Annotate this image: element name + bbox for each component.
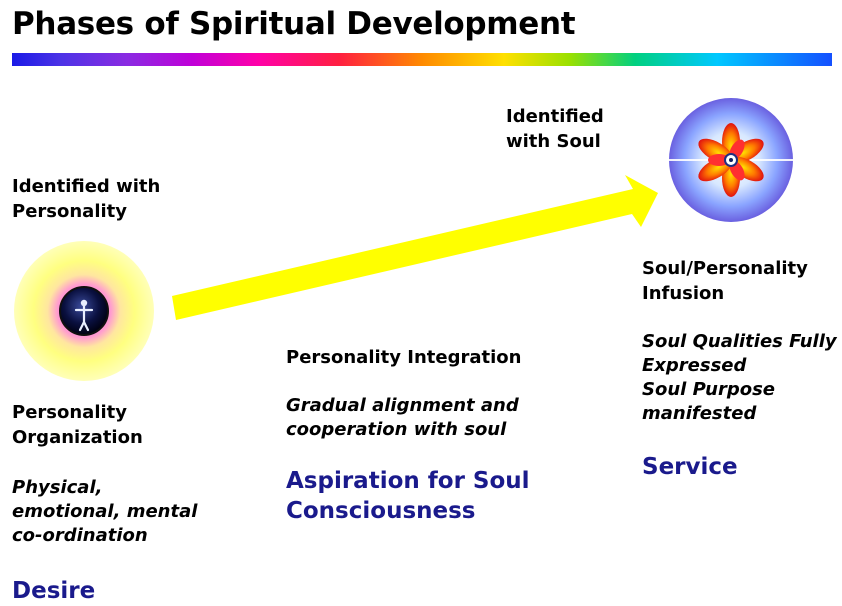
identified-with-personality: Identified with Personality: [12, 174, 160, 224]
soul-description: Soul Qualities Fully Expressed Soul Purp…: [642, 330, 837, 426]
rainbow-divider: [12, 53, 832, 66]
identified-with-soul: Identified with Soul: [506, 104, 604, 154]
keyword-aspiration: Aspiration for Soul Consciousness: [286, 466, 530, 526]
human-figure-orb-icon: [14, 241, 154, 381]
text-line: co-ordination: [12, 525, 148, 546]
soul-personality-infusion-heading: Soul/Personality Infusion: [642, 256, 808, 306]
text-line: Gradual alignment and: [286, 395, 519, 416]
text-line: Personality: [12, 201, 127, 222]
text-line: Consciousness: [286, 498, 476, 524]
text-line: Infusion: [642, 283, 725, 304]
text-line: Identified with: [12, 176, 161, 197]
text-line: emotional, mental: [12, 501, 198, 522]
soul-lotus-icon: [666, 98, 796, 222]
keyword-desire: Desire: [12, 578, 96, 604]
text-line: Identified: [506, 106, 604, 127]
text-line: Soul Purpose: [642, 379, 775, 400]
text-line: Aspiration for Soul: [286, 468, 530, 494]
page-title: Phases of Spiritual Development: [12, 6, 576, 42]
text-line: Physical,: [12, 477, 103, 498]
text-line: with Soul: [506, 131, 601, 152]
keyword-service: Service: [642, 454, 738, 480]
text-line: Soul Qualities Fully: [642, 331, 837, 352]
text-line: Soul/Personality: [642, 258, 808, 279]
text-line: cooperation with soul: [286, 419, 507, 440]
personality-description: Physical, emotional, mental co-ordinatio…: [12, 476, 197, 548]
personality-integration-heading: Personality Integration: [286, 347, 522, 368]
progression-arrow: [172, 175, 658, 320]
personality-organization-heading: Personality Organization: [12, 400, 143, 450]
text-line: manifested: [642, 403, 757, 424]
integration-description: Gradual alignment and cooperation with s…: [286, 394, 519, 442]
text-line: Personality: [12, 402, 127, 423]
text-line: Organization: [12, 427, 143, 448]
text-line: Expressed: [642, 355, 747, 376]
